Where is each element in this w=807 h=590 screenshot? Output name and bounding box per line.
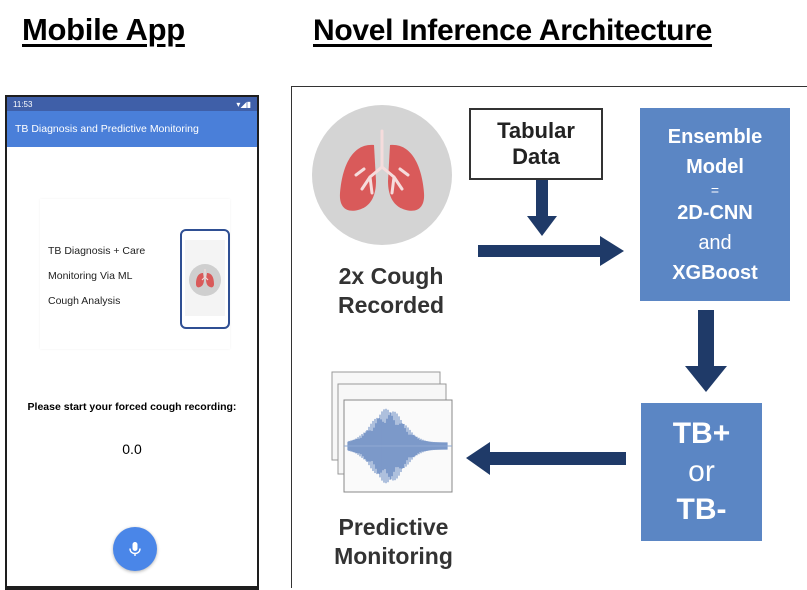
ensemble-model-box: Ensemble Model = 2D-CNN and XGBoost — [640, 108, 790, 301]
app-bar: TB Diagnosis and Predictive Monitoring — [7, 111, 257, 147]
architecture-frame — [291, 86, 807, 588]
status-bar: 11:53 ▾◢▮ — [7, 97, 257, 111]
app-title: TB Diagnosis and Predictive Monitoring — [15, 123, 199, 135]
ensemble-line: XGBoost — [672, 261, 758, 284]
waveform-stack-icon — [328, 370, 458, 498]
tb-negative-label: TB- — [676, 493, 727, 526]
ensemble-down-arrow — [685, 310, 727, 392]
predictive-monitoring-label: Predictive Monitoring — [316, 513, 471, 571]
mini-lung-icon — [189, 264, 221, 296]
to-monitoring-arrow — [466, 442, 626, 475]
tabular-down-arrow — [527, 180, 557, 236]
banner-line: TB Diagnosis + Care — [48, 245, 146, 257]
tb-positive-label: TB+ — [672, 417, 731, 450]
tabular-line: Data — [512, 144, 560, 169]
predictive-line: Predictive — [338, 514, 449, 540]
tb-result-box: TB+ or TB- — [641, 403, 762, 541]
ensemble-line: Model — [686, 155, 744, 178]
ensemble-line: 2D-CNN — [677, 201, 753, 224]
microphone-icon — [129, 542, 141, 556]
recording-timer: 0.0 — [122, 441, 142, 457]
tabular-line: Tabular — [497, 118, 575, 143]
record-button[interactable] — [113, 527, 157, 571]
cough-label-line: 2x Cough — [338, 263, 444, 289]
cough-label-line: Recorded — [337, 292, 445, 318]
lungs-icon — [312, 105, 452, 245]
ensemble-line: Ensemble — [667, 125, 763, 148]
phone-illustration-icon — [180, 229, 230, 329]
banner-line: Cough Analysis — [48, 295, 121, 307]
status-time: 11:53 — [13, 99, 33, 109]
cough-recorded-label: 2x Cough Recorded — [316, 262, 466, 320]
to-ensemble-arrow — [478, 236, 624, 266]
ensemble-and: and — [698, 231, 732, 254]
status-icons: ▾◢▮ — [236, 99, 251, 109]
banner-line: Monitoring Via ML — [48, 270, 133, 282]
recording-prompt: Please start your forced cough recording… — [27, 401, 237, 413]
app-banner-card: TB Diagnosis + Care Monitoring Via ML Co… — [40, 199, 230, 349]
ensemble-equals: = — [710, 181, 720, 198]
tb-or-label: or — [688, 455, 715, 488]
predictive-line: Monitoring — [334, 543, 453, 569]
phone-screenshot: 11:53 ▾◢▮ TB Diagnosis and Predictive Mo… — [5, 95, 259, 590]
architecture-heading: Novel Inference Architecture — [313, 14, 712, 47]
tabular-data-box: Tabular Data — [469, 108, 603, 180]
banner-text: TB Diagnosis + Care Monitoring Via ML Co… — [48, 239, 188, 314]
mobile-app-heading: Mobile App — [22, 12, 185, 47]
